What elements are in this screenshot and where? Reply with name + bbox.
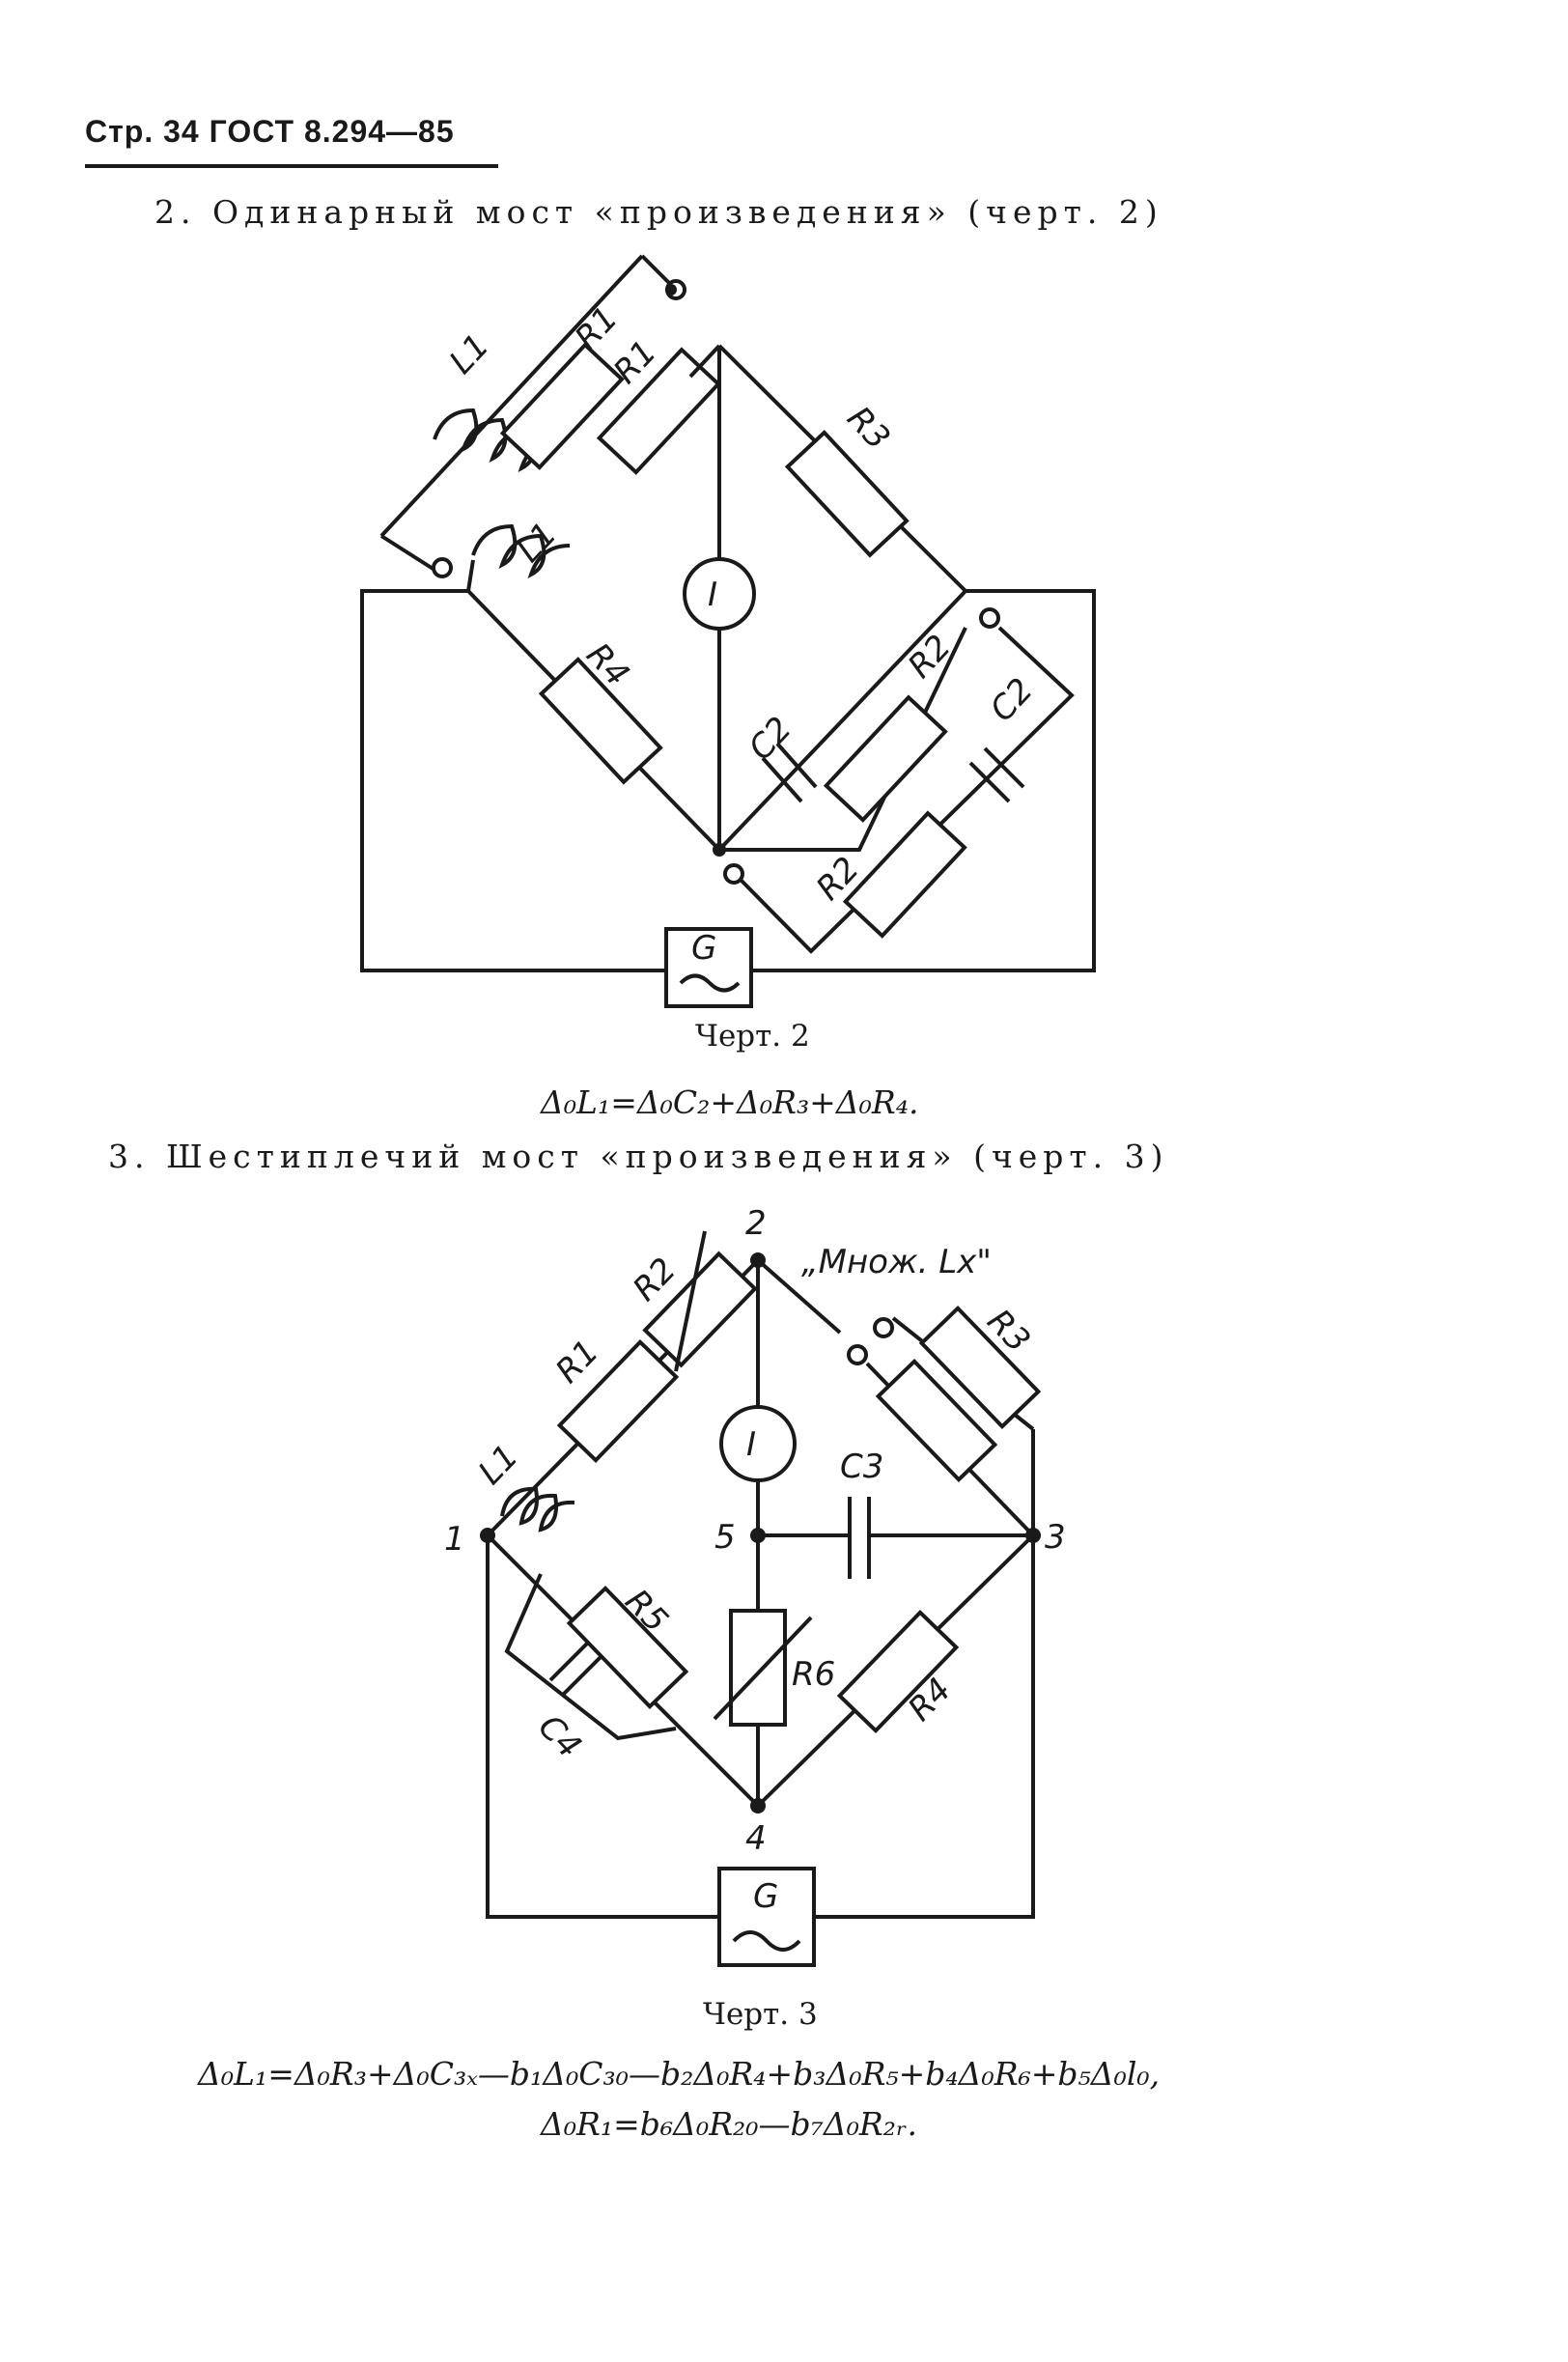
switch-terminal-a bbox=[847, 1344, 868, 1365]
capacitor-c2-right-plate-b bbox=[983, 746, 1025, 789]
inductor-l1-icon bbox=[500, 1486, 575, 1532]
switch-terminal-b bbox=[873, 1317, 894, 1338]
resistor-r6 bbox=[729, 1609, 787, 1727]
header-rule bbox=[85, 164, 498, 168]
terminal-right bbox=[979, 607, 1000, 629]
section-number: 3. bbox=[108, 1138, 151, 1175]
resistor-r2-bottom bbox=[842, 810, 967, 939]
label-r2-mid: R2 bbox=[901, 628, 959, 686]
page-header: Стр. 34 ГОСТ 8.294—85 bbox=[85, 114, 455, 149]
indicator-label-3: I bbox=[746, 1425, 756, 1464]
section-number: 2. bbox=[154, 193, 197, 231]
generator-box bbox=[664, 927, 753, 1008]
label-node-1: 1 bbox=[444, 1520, 465, 1559]
formula-3: Δ₀R₁=b₆Δ₀R₂₀—b₇Δ₀R₂ᵣ. bbox=[541, 2105, 917, 2143]
capacitor-c4-plate-b bbox=[561, 1654, 603, 1697]
label-c2-right: C2 bbox=[983, 671, 1041, 729]
resistor-r4 bbox=[836, 1609, 960, 1734]
capacitor-c4-plate-a bbox=[548, 1640, 591, 1682]
inductor-l1-top-icon bbox=[433, 408, 561, 472]
resistor-r2-mid bbox=[823, 694, 948, 823]
terminal-left bbox=[432, 557, 453, 578]
label-node-2: 2 bbox=[745, 1204, 767, 1243]
formula-2: Δ₀L₁=Δ₀R₃+Δ₀C₃ₓ—b₁Δ₀C₃₀—b₂Δ₀R₄+b₃Δ₀R₅+b₄… bbox=[198, 2055, 1161, 2093]
formula-1: Δ₀L₁=Δ₀C₂+Δ₀R₃+Δ₀R₄. bbox=[541, 1083, 919, 1121]
label-r6: R6 bbox=[792, 1655, 835, 1694]
label-l1-top: L1 bbox=[442, 326, 497, 381]
label-multiplier: „Множ. Lx" bbox=[801, 1243, 992, 1281]
resistor-r3-b bbox=[918, 1305, 1042, 1430]
figure-3-caption: Черт. 3 bbox=[703, 1997, 818, 2032]
indicator-label: I bbox=[708, 576, 717, 614]
node-bottom bbox=[713, 843, 726, 857]
resistor-r3-a bbox=[875, 1358, 998, 1483]
figure-2-caption: Черт. 2 bbox=[695, 1019, 810, 1054]
section-title: Одинарный мост «произведения» (черт. 2) bbox=[212, 193, 1163, 231]
sine-icon-3 bbox=[732, 1930, 801, 1952]
section-2-title: 2. Одинарный мост «произведения» (черт. … bbox=[154, 193, 1163, 231]
label-node-4: 4 bbox=[745, 1819, 767, 1858]
generator-label-3: G bbox=[753, 1877, 778, 1916]
label-r1-top: R1 bbox=[568, 299, 626, 357]
section-title: Шестиплечий мост «произведения» (черт. 3… bbox=[166, 1138, 1169, 1175]
indicator-circle-3 bbox=[719, 1405, 797, 1482]
generator-label: G bbox=[691, 929, 716, 968]
label-node-5: 5 bbox=[714, 1518, 736, 1557]
resistor-r1-top bbox=[499, 342, 625, 470]
label-l1-mid: L1 bbox=[510, 515, 565, 570]
label-r3: R3 bbox=[839, 399, 897, 457]
label-c4: C4 bbox=[530, 1707, 588, 1765]
capacitor-c2-right-plate-a bbox=[968, 761, 1011, 803]
label-c3: C3 bbox=[840, 1448, 883, 1486]
resistor-r5 bbox=[566, 1585, 689, 1710]
section-3-title: 3. Шестиплечий мост «произведения» (черт… bbox=[108, 1138, 1169, 1175]
label-l1: L1 bbox=[471, 1437, 526, 1492]
label-node-3: 3 bbox=[1045, 1518, 1066, 1557]
resistor-r3 bbox=[784, 430, 910, 558]
resistor-r2 bbox=[642, 1251, 758, 1368]
sine-icon bbox=[679, 973, 741, 993]
terminal-bottom bbox=[723, 863, 744, 885]
generator-box-3 bbox=[717, 1867, 816, 1967]
capacitor-c2-left-plate-b bbox=[775, 742, 818, 789]
inductor-l1-mid-icon bbox=[471, 523, 571, 578]
variable-arrow-r6 bbox=[713, 1616, 813, 1721]
indicator-circle bbox=[683, 557, 756, 631]
resistor-r4 bbox=[538, 657, 663, 785]
variable-arrow-r2 bbox=[674, 1230, 707, 1372]
label-r1: R1 bbox=[548, 1333, 606, 1391]
capacitor-c2-left-plate-a bbox=[761, 756, 803, 803]
resistor-r1 bbox=[556, 1338, 680, 1464]
